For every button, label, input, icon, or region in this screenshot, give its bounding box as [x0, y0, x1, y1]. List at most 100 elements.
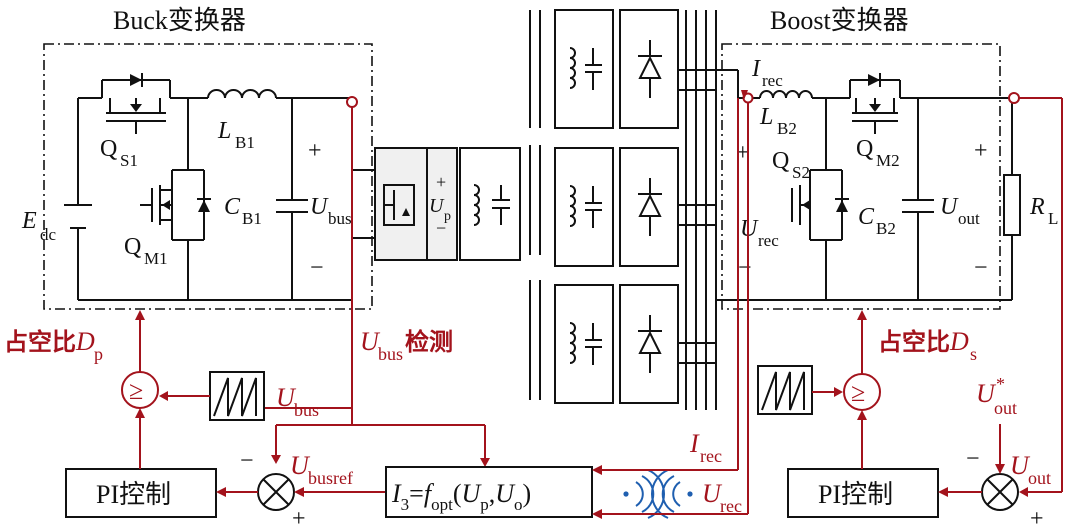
ubus-sense-node: [346, 96, 358, 108]
uout-label: U: [940, 194, 959, 220]
lb2-label: L: [759, 104, 773, 130]
boost-in-minus: −: [738, 255, 752, 281]
boost-in-plus: +: [736, 140, 750, 166]
inverter-block: [374, 147, 428, 261]
up-sub: p: [444, 209, 451, 224]
cb1-sub: B1: [242, 209, 262, 228]
sum1-minus: −: [240, 448, 254, 474]
boost-out-plus: +: [974, 138, 988, 164]
irec-arrow-icon: [741, 90, 748, 100]
up-port: [426, 147, 458, 261]
ubusref-arrow-icon: [294, 487, 304, 497]
edc-sub: dc: [40, 225, 57, 244]
pi2-label: PI控制: [818, 480, 893, 509]
sum2-out-arrow-icon: [938, 487, 948, 497]
lb2-sub: B2: [777, 119, 797, 138]
cmp2-symbol: ≥: [851, 378, 865, 407]
cb1-capacitor: [276, 199, 308, 213]
opt-formula: I3=fopt(Up,Uo): [391, 479, 531, 514]
pi2-out-arrow-icon: [857, 410, 867, 420]
sum1-plus: +: [292, 506, 306, 531]
cb2-capacitor: [902, 199, 934, 213]
qs2-switch: [791, 169, 849, 241]
receiver-module-3: [554, 284, 679, 404]
saw1-arrow-icon: [159, 391, 168, 401]
sawtooth-1-wave: [213, 377, 257, 417]
uoutref-arrow-icon: [995, 464, 1005, 474]
buck-plus: +: [308, 138, 322, 164]
irec-feedback-wire: [592, 98, 739, 475]
duty-s-sub: s: [970, 344, 977, 364]
ubus-detect-label: U: [360, 327, 381, 356]
ubusref-sub: busref: [308, 468, 353, 488]
ubus-label: U: [310, 194, 329, 220]
urec-sub: rec: [758, 231, 779, 250]
ubusref-label: U: [290, 451, 311, 480]
ubus-detect-sub: bus: [378, 344, 403, 364]
boost-boundary: [721, 43, 1001, 310]
receiver-module-1: [554, 9, 679, 129]
edc-label: E: [21, 208, 37, 234]
rl-label: R: [1029, 194, 1045, 220]
qm2-sub: M2: [876, 151, 900, 170]
saw2-arrow-icon: [834, 387, 843, 397]
pi-control-1: [65, 468, 217, 518]
cmp1-symbol: ≥: [129, 376, 143, 405]
wireless-link-icon: [623, 469, 693, 519]
urec-feedback-wire: [592, 103, 749, 519]
urec-label: U: [740, 216, 759, 242]
buck-boundary: [43, 43, 373, 310]
qm2-switch: [849, 73, 901, 134]
qs2-label: Q: [772, 148, 789, 174]
irec-label: I: [751, 56, 761, 82]
qm2-label: Q: [856, 136, 873, 162]
duty-p-prefix: 占空比: [4, 328, 76, 356]
boost-out-minus: −: [974, 255, 988, 281]
uout-fb-label: U: [1010, 451, 1031, 480]
duty-p-sub: p: [94, 344, 103, 364]
uout-sense-node: [1008, 92, 1020, 104]
qm1-switch: [140, 169, 211, 241]
up-label: U: [429, 195, 445, 217]
lb1-label: L: [217, 118, 231, 144]
up-minus: −: [436, 218, 446, 238]
dc-bus-bars: [678, 10, 738, 410]
duty-s-label: D: [949, 327, 969, 356]
ubus-fb-sub: bus: [294, 400, 319, 420]
sum-junction-2: [981, 473, 1019, 511]
duty-s-prefix: 占空比: [878, 328, 950, 356]
sum2-minus: −: [966, 446, 980, 472]
boost-wiring: [716, 70, 1013, 301]
ubus-fb-label: U: [276, 383, 297, 412]
lb2-inductor: [759, 90, 813, 99]
receiver-module-2: [554, 147, 679, 267]
irec-fb-label: I: [689, 429, 700, 458]
urec-fb-sub: rec: [720, 496, 742, 516]
lb1-inductor: [207, 89, 277, 99]
cmp2-out-arrow-icon: [857, 310, 867, 320]
cb2-label: C: [858, 204, 875, 230]
cb1-label: C: [224, 194, 241, 220]
sawtooth-2-wave: [761, 371, 805, 411]
cb2-sub: B2: [876, 219, 896, 238]
irec-fb-sub: rec: [700, 446, 722, 466]
uout-sub: out: [958, 209, 980, 228]
uout-sense-wire: [1019, 97, 1063, 497]
uoutref-sub: out: [994, 398, 1017, 418]
up-plus: +: [436, 172, 446, 192]
qs1-label: Q: [100, 136, 117, 162]
duty-p-label: D: [75, 327, 95, 356]
boost-title: Boost变换器: [770, 6, 909, 35]
qs1-sub: S1: [120, 151, 138, 170]
uoutref-sup: *: [996, 374, 1005, 394]
sum1-out-arrow-icon: [216, 487, 226, 497]
buck-title: Buck变换器: [113, 6, 246, 35]
pi1-out-arrow-icon: [135, 408, 145, 418]
uoutref-label: U: [976, 379, 997, 408]
rl-sub: L: [1048, 209, 1058, 228]
optimizer-block: [385, 466, 593, 518]
sum-junction-1: [257, 473, 295, 511]
lb1-sub: B1: [235, 133, 255, 152]
pi1-label: PI控制: [96, 480, 171, 509]
